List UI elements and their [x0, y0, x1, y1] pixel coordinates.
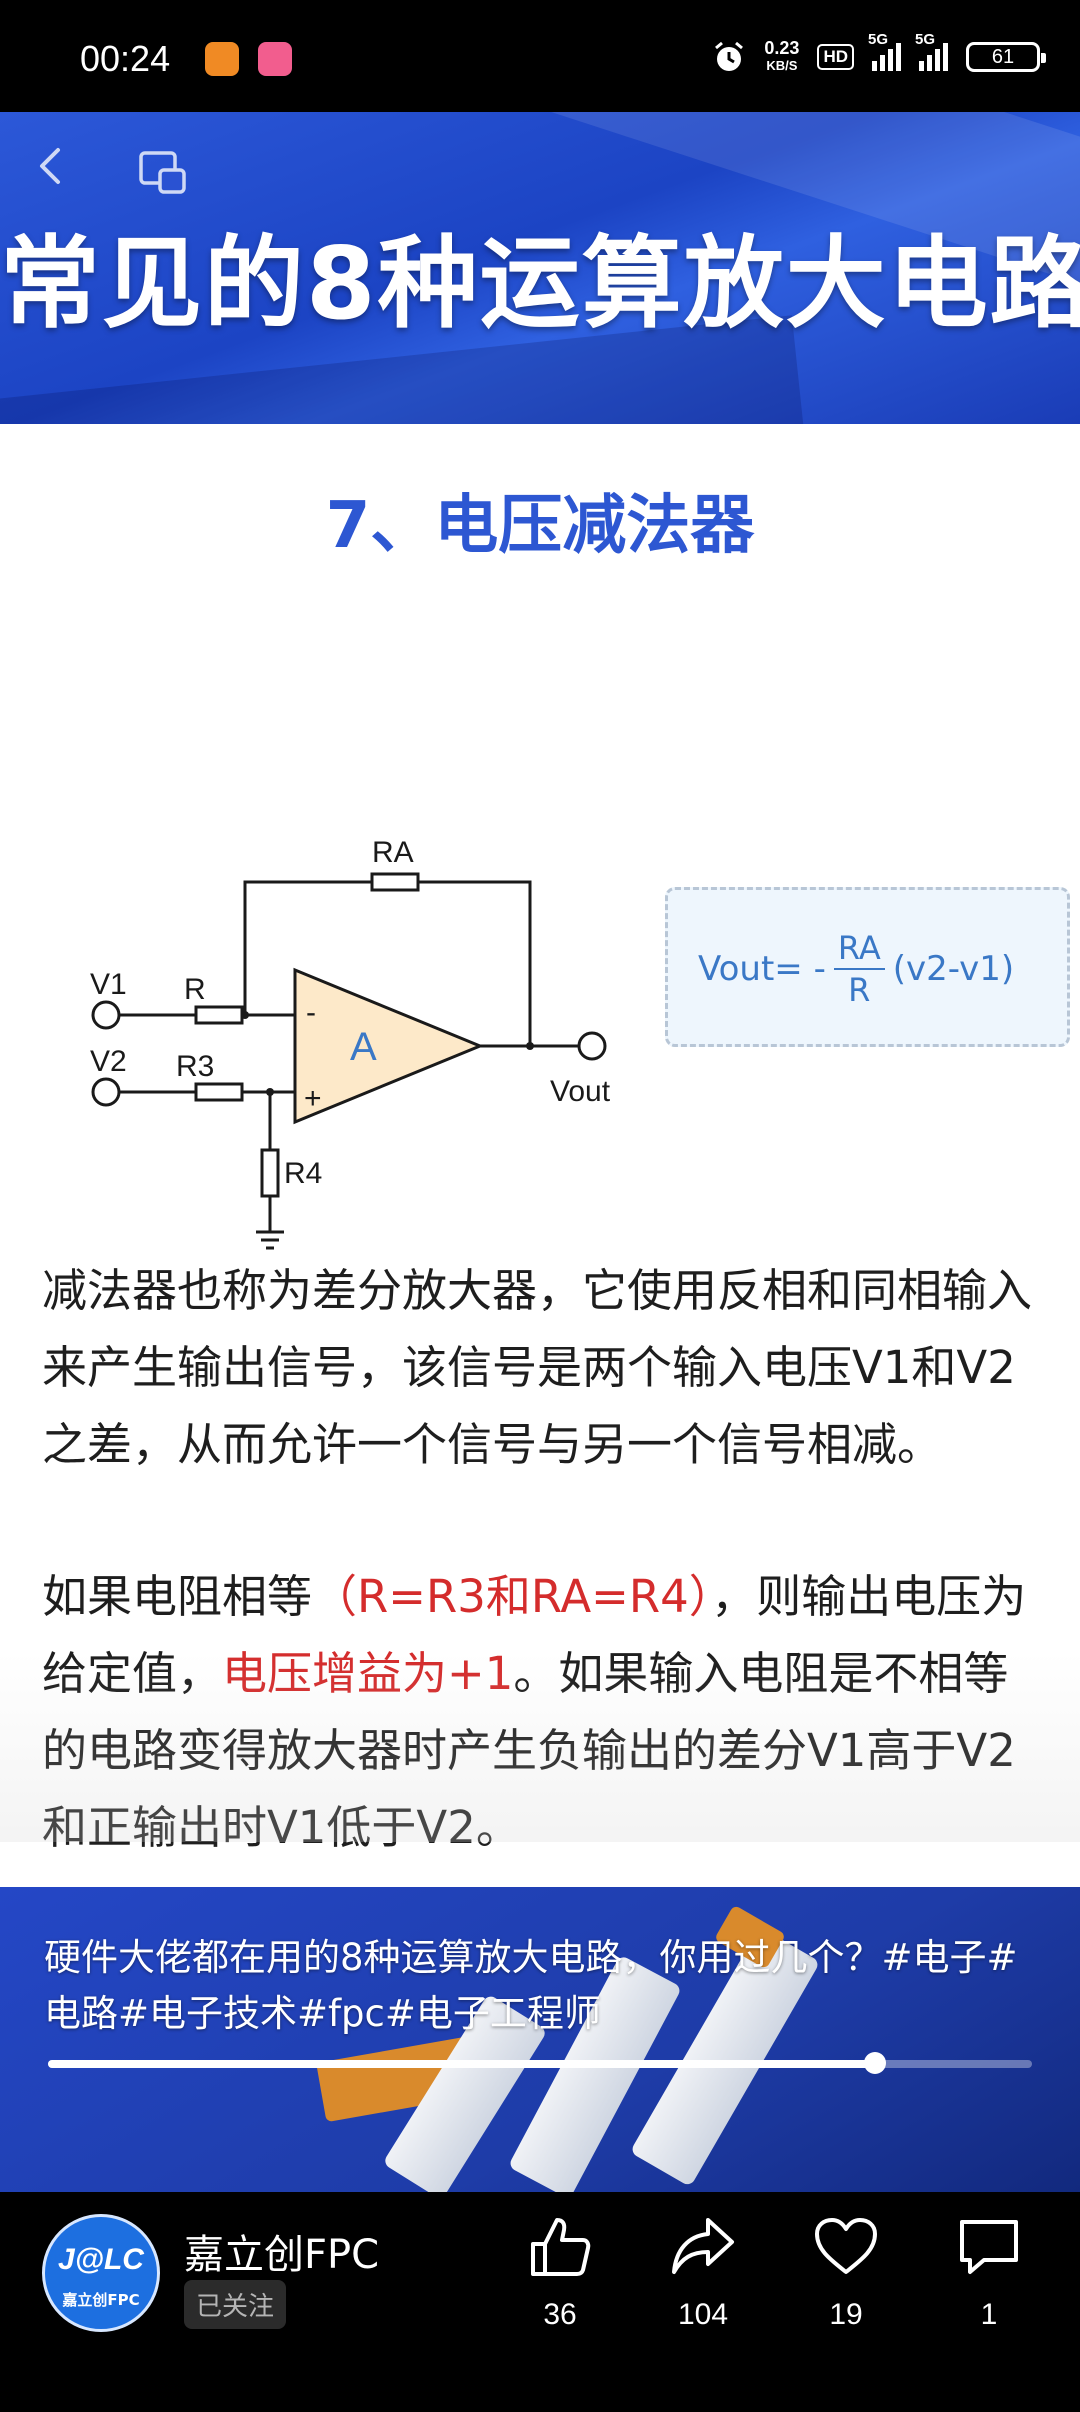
paragraph-description: 减法器也称为差分放大器，它使用反相和同相输入来产生输出信号，该信号是两个输入电压…: [42, 1264, 1033, 1471]
favorite-button[interactable]: 19: [786, 2212, 906, 2332]
comment-button[interactable]: 1: [929, 2212, 1049, 2332]
author-name[interactable]: 嘉立创FPC: [184, 2232, 380, 2278]
progress-fill: [48, 2060, 875, 2068]
post-image[interactable]: 常见的8种运算放大电路 7、电压减法器 RA: [0, 112, 1080, 2192]
label-r: R: [184, 973, 206, 1006]
heart-icon: [815, 2218, 877, 2274]
formula-fraction: RA R: [833, 930, 885, 1008]
thumbs-up-icon: [531, 2218, 591, 2276]
label-minus: -: [306, 996, 316, 1029]
network-speed: 0.23 KB/S: [764, 38, 800, 73]
share-arrow-icon: [672, 2218, 734, 2274]
progress-handle[interactable]: [863, 2052, 886, 2074]
signal-icon-2: 5G: [915, 31, 948, 71]
status-icons: 0.23 KB/S HD 5G 5G 61: [712, 31, 1046, 80]
header-banner: 常见的8种运算放大电路: [0, 112, 1080, 424]
signal-icon: 5G: [868, 31, 901, 71]
comment-bubble-icon: [960, 2220, 1018, 2274]
formula: Vout= - RA R (v2-v1): [698, 929, 1015, 1009]
label-amp: A: [350, 1025, 377, 1069]
label-vout: Vout: [550, 1075, 611, 1108]
label-v2: V2: [90, 1045, 127, 1078]
fpc-product-banner: [0, 1887, 1080, 2192]
floating-window-icon[interactable]: [138, 150, 188, 196]
follow-status-button[interactable]: 已关注: [184, 2280, 287, 2329]
back-icon[interactable]: [30, 144, 74, 188]
status-bar: 00:24 0.23 KB/S HD 5G 5G 61: [0, 0, 1080, 112]
formula-box: Vout= - RA R (v2-v1): [665, 887, 1070, 1047]
paragraph-condition: 如果电阻相等（R=R3和RA=R4），则输出电压为给定值，电压增益为+1。如果输…: [42, 1570, 1027, 1854]
label-plus: +: [304, 1082, 322, 1115]
hd-icon: HD: [817, 44, 854, 70]
label-ra: RA: [372, 836, 414, 869]
banner-title: 常见的8种运算放大电路: [0, 225, 1080, 342]
alarm-icon: [715, 41, 744, 71]
bottom-action-bar: J@LC 嘉立创FPC 嘉立创FPC 已关注 36 104 19 1: [0, 2192, 1080, 2412]
video-progress-bar[interactable]: [48, 2052, 1032, 2074]
post-caption[interactable]: 硬件大佬都在用的8种运算放大电路，你用过几个？#电子#电路#电子技术#fpc#电…: [44, 1936, 1018, 2035]
share-button[interactable]: 104: [643, 2212, 763, 2332]
clock: 00:24: [80, 38, 171, 79]
label-v1: V1: [90, 968, 127, 1001]
bilibili-icon: [258, 42, 292, 76]
section-title: 7、电压减法器: [325, 489, 755, 563]
like-button[interactable]: 36: [500, 2212, 620, 2332]
label-r4: R4: [284, 1157, 322, 1190]
battery-icon: 61: [966, 42, 1046, 72]
label-r3: R3: [176, 1050, 214, 1083]
subtractor-circuit-diagram: RA V1 R V2 R3 R4 - + Vout A: [90, 836, 611, 1250]
notification-app-icon: [205, 42, 239, 76]
author-avatar[interactable]: J@LC 嘉立创FPC: [42, 2214, 160, 2332]
